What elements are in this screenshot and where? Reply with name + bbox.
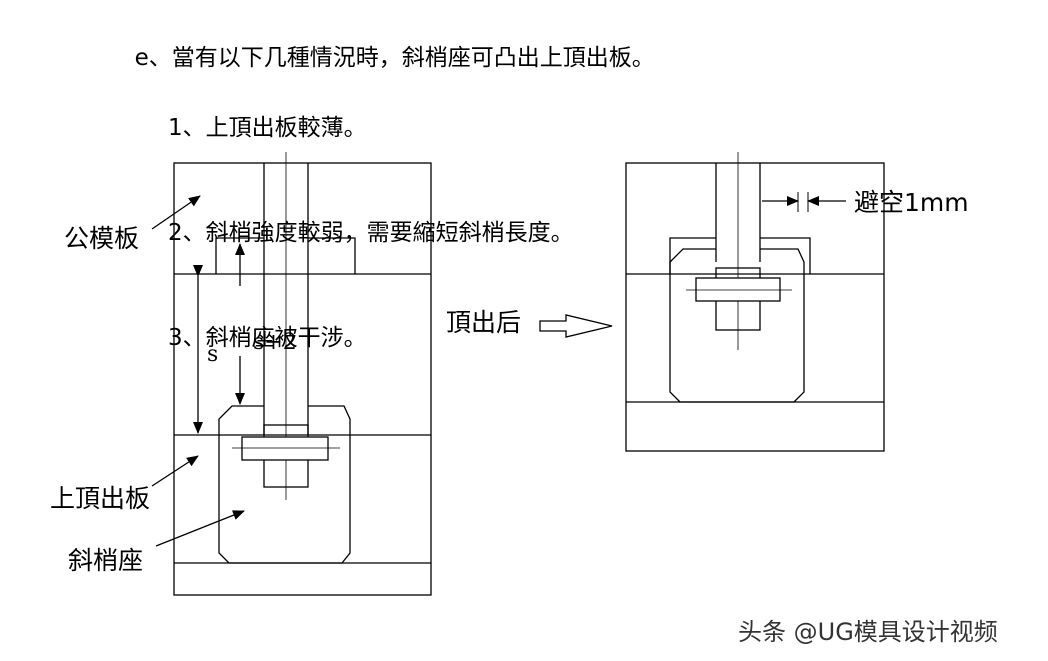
left-outer-frame [173,162,432,596]
label-lifter-seat: 斜梢座 [68,546,144,575]
label-after-ejection: 頂出后 [446,308,522,337]
instruction-item-1: 1、上頂出板較薄。 [168,115,367,141]
left-lifter-seat [218,405,351,564]
leader-ejector-plate [151,455,199,487]
instructions-title: e、當有以下几種情況時，斜梢座可凸出上頂出板。 [134,45,655,71]
hollow-arrow-icon [539,314,613,338]
left-pocket-right [308,237,356,274]
label-dim-s: s [207,342,219,367]
right-outer-frame [625,162,885,452]
instructions-block: e、當有以下几種情況時，斜梢座可凸出上頂出板。 1、上頂出板較薄。 2、斜梢強度… [120,6,655,391]
left-pin-head [241,436,329,461]
left-pocket-left [215,237,264,274]
left-assembly [151,152,432,596]
label-dim-s-plus-2: s+2 [253,330,297,355]
right-lifter-seat [669,248,805,403]
leader-male-plate [151,195,201,230]
label-top-ejector-plate: 上頂出板 [50,484,151,513]
right-pocket-right [760,237,811,274]
instruction-item-2: 2、斜梢強度較弱，需要縮短斜梢長度。 [168,220,574,246]
right-assembly [625,152,885,452]
watermark: 头条 @UG模具设计视频 [738,618,998,646]
right-pin-head [695,277,781,302]
label-male-plate: 公模板 [64,224,140,253]
leader-lifter-seat [155,510,245,547]
label-clearance: 避空1mm [854,188,969,217]
